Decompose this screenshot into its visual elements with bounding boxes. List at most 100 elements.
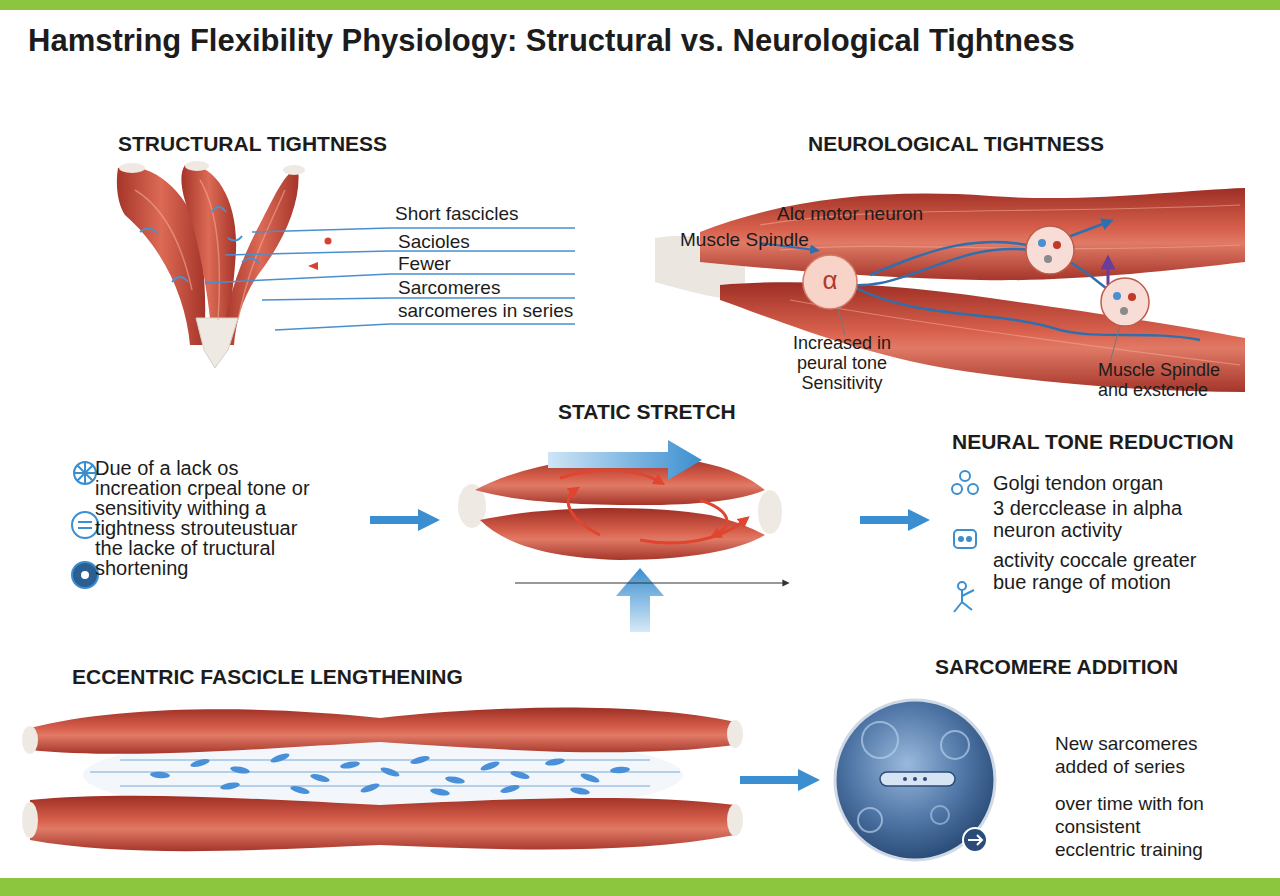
stretched-muscle (458, 456, 782, 560)
body-text: Golgi tendon organ (993, 472, 1238, 494)
lengthening-muscle (22, 708, 743, 852)
lengthening-muscle (30, 708, 735, 754)
flow-arrow (860, 516, 908, 524)
section-heading: STATIC STRETCH (558, 399, 858, 424)
lengthening-muscle (22, 802, 38, 838)
hamstring-muscle (135, 190, 192, 290)
nerve-fiber (760, 222, 1200, 340)
micrograph-circle (923, 777, 927, 781)
bullet-icon (952, 471, 978, 612)
sarcomere-mark (380, 766, 401, 779)
force-arrow (515, 440, 786, 632)
micrograph-circle (963, 828, 987, 852)
fascicle-fiber (90, 760, 680, 786)
sarcomere-mark (150, 752, 630, 797)
stretch-arrow (560, 470, 660, 482)
bullet-icon (958, 582, 966, 590)
fascicle-mark (242, 258, 260, 264)
section-heading: SARCOMERE ADDITION (935, 654, 1255, 679)
sarcomere-mark (270, 752, 291, 765)
sarcomere-mark (445, 775, 466, 785)
motor-neuron-symbol (803, 255, 857, 309)
bullet-icon (960, 471, 970, 481)
bullet-icon (954, 530, 976, 548)
force-arrow (616, 568, 664, 632)
sarcomere-mark (570, 786, 591, 796)
part-label: sarcomeres in series (398, 299, 598, 322)
part-label: Sacioles (398, 230, 598, 253)
body-text: Due of a lack os increation crpeal tone … (95, 458, 320, 578)
sarcomere-mark (410, 754, 431, 765)
neuron-symbol-label: α (818, 265, 842, 296)
micrograph-circle (903, 777, 907, 781)
border-band (0, 0, 1280, 10)
leader-line (205, 274, 575, 283)
fascicle-fiber (120, 785, 650, 787)
flow-arrow (370, 516, 418, 524)
micrograph-circle (968, 835, 982, 845)
part-label: Increased in peural tone Sensitivity (783, 333, 901, 393)
hamstring-muscle (283, 165, 305, 175)
fascicle-mark (228, 236, 242, 241)
stretch-arrow (568, 490, 600, 535)
section-heading: STRUCTURAL TIGHTNESS (118, 131, 538, 156)
sarcomere-mark (150, 771, 170, 779)
section-panel: ECCENTRIC FASCICLE LENGTHENING (25, 650, 740, 865)
leader-line (275, 324, 575, 330)
note-block: Due of a lack os increation crpeal tone … (60, 455, 370, 590)
part-label: Alα motor neuron (777, 202, 997, 225)
stretched-muscle (480, 508, 765, 560)
hamstring-muscle (117, 161, 305, 368)
micrograph-circle (835, 700, 995, 860)
body-text: 3 dercclease in alpha neuron activity (993, 497, 1238, 541)
bullet-icon (959, 537, 963, 541)
lengthening-muscle (30, 796, 735, 851)
section-panel: NEUROLOGICAL TIGHTNESS (650, 125, 1250, 400)
sarcomere-mark (510, 769, 531, 780)
micrograph-circle (858, 808, 882, 832)
leader-line (262, 298, 575, 300)
fascicle-mark (140, 207, 260, 282)
sarcomere-mark (480, 760, 501, 773)
body-text: over time with fon consistent ecclentric… (1055, 792, 1205, 861)
stretch-arrow (560, 470, 745, 543)
micrograph-circle (941, 731, 969, 759)
micrograph-circle (862, 722, 898, 758)
muscle-spindle-symbol (1128, 293, 1136, 301)
muscle-spindle-symbol (1101, 278, 1149, 326)
part-label: Fewer (398, 252, 598, 275)
sarcomere-mark (610, 766, 630, 774)
sarcomere-mark (545, 757, 566, 767)
motor-neuron-symbol (803, 255, 857, 309)
flow-arrow (740, 776, 798, 784)
sarcomere-mark (230, 765, 251, 775)
bullet-icon (72, 512, 98, 538)
body-text: New sarcomeres added of series (1055, 732, 1205, 778)
fascicle-mark (212, 207, 226, 212)
lengthening-muscle (22, 726, 38, 754)
micrograph-circle (931, 806, 949, 824)
hamstring-muscle (196, 318, 238, 368)
force-arrow (515, 582, 786, 583)
leader-dot (325, 238, 332, 245)
section-heading: NEUROLOGICAL TIGHTNESS (808, 131, 1228, 156)
bullet-icon (81, 571, 89, 579)
muscle-spindle-symbol (1026, 226, 1149, 326)
signal-arrow (1108, 262, 1109, 285)
part-label: Short fascicles (395, 202, 595, 225)
muscle-spindle-symbol (1026, 226, 1074, 274)
sarcomere-mark (310, 772, 331, 783)
body-text: activity coccale greater bue range of mo… (993, 549, 1223, 593)
bullet-icon (72, 462, 98, 588)
leader-dot (308, 262, 318, 270)
micrograph-circle (880, 772, 955, 786)
sarcomere-mark (340, 760, 361, 770)
force-arrow (548, 440, 702, 480)
sarcomere-mark (190, 757, 211, 768)
bullet-icon (967, 537, 971, 541)
stretch-arrow (700, 500, 727, 535)
muscle-spindle-symbol (1113, 292, 1121, 300)
lengthening-muscle (727, 720, 743, 748)
bullet-icon (74, 462, 96, 484)
